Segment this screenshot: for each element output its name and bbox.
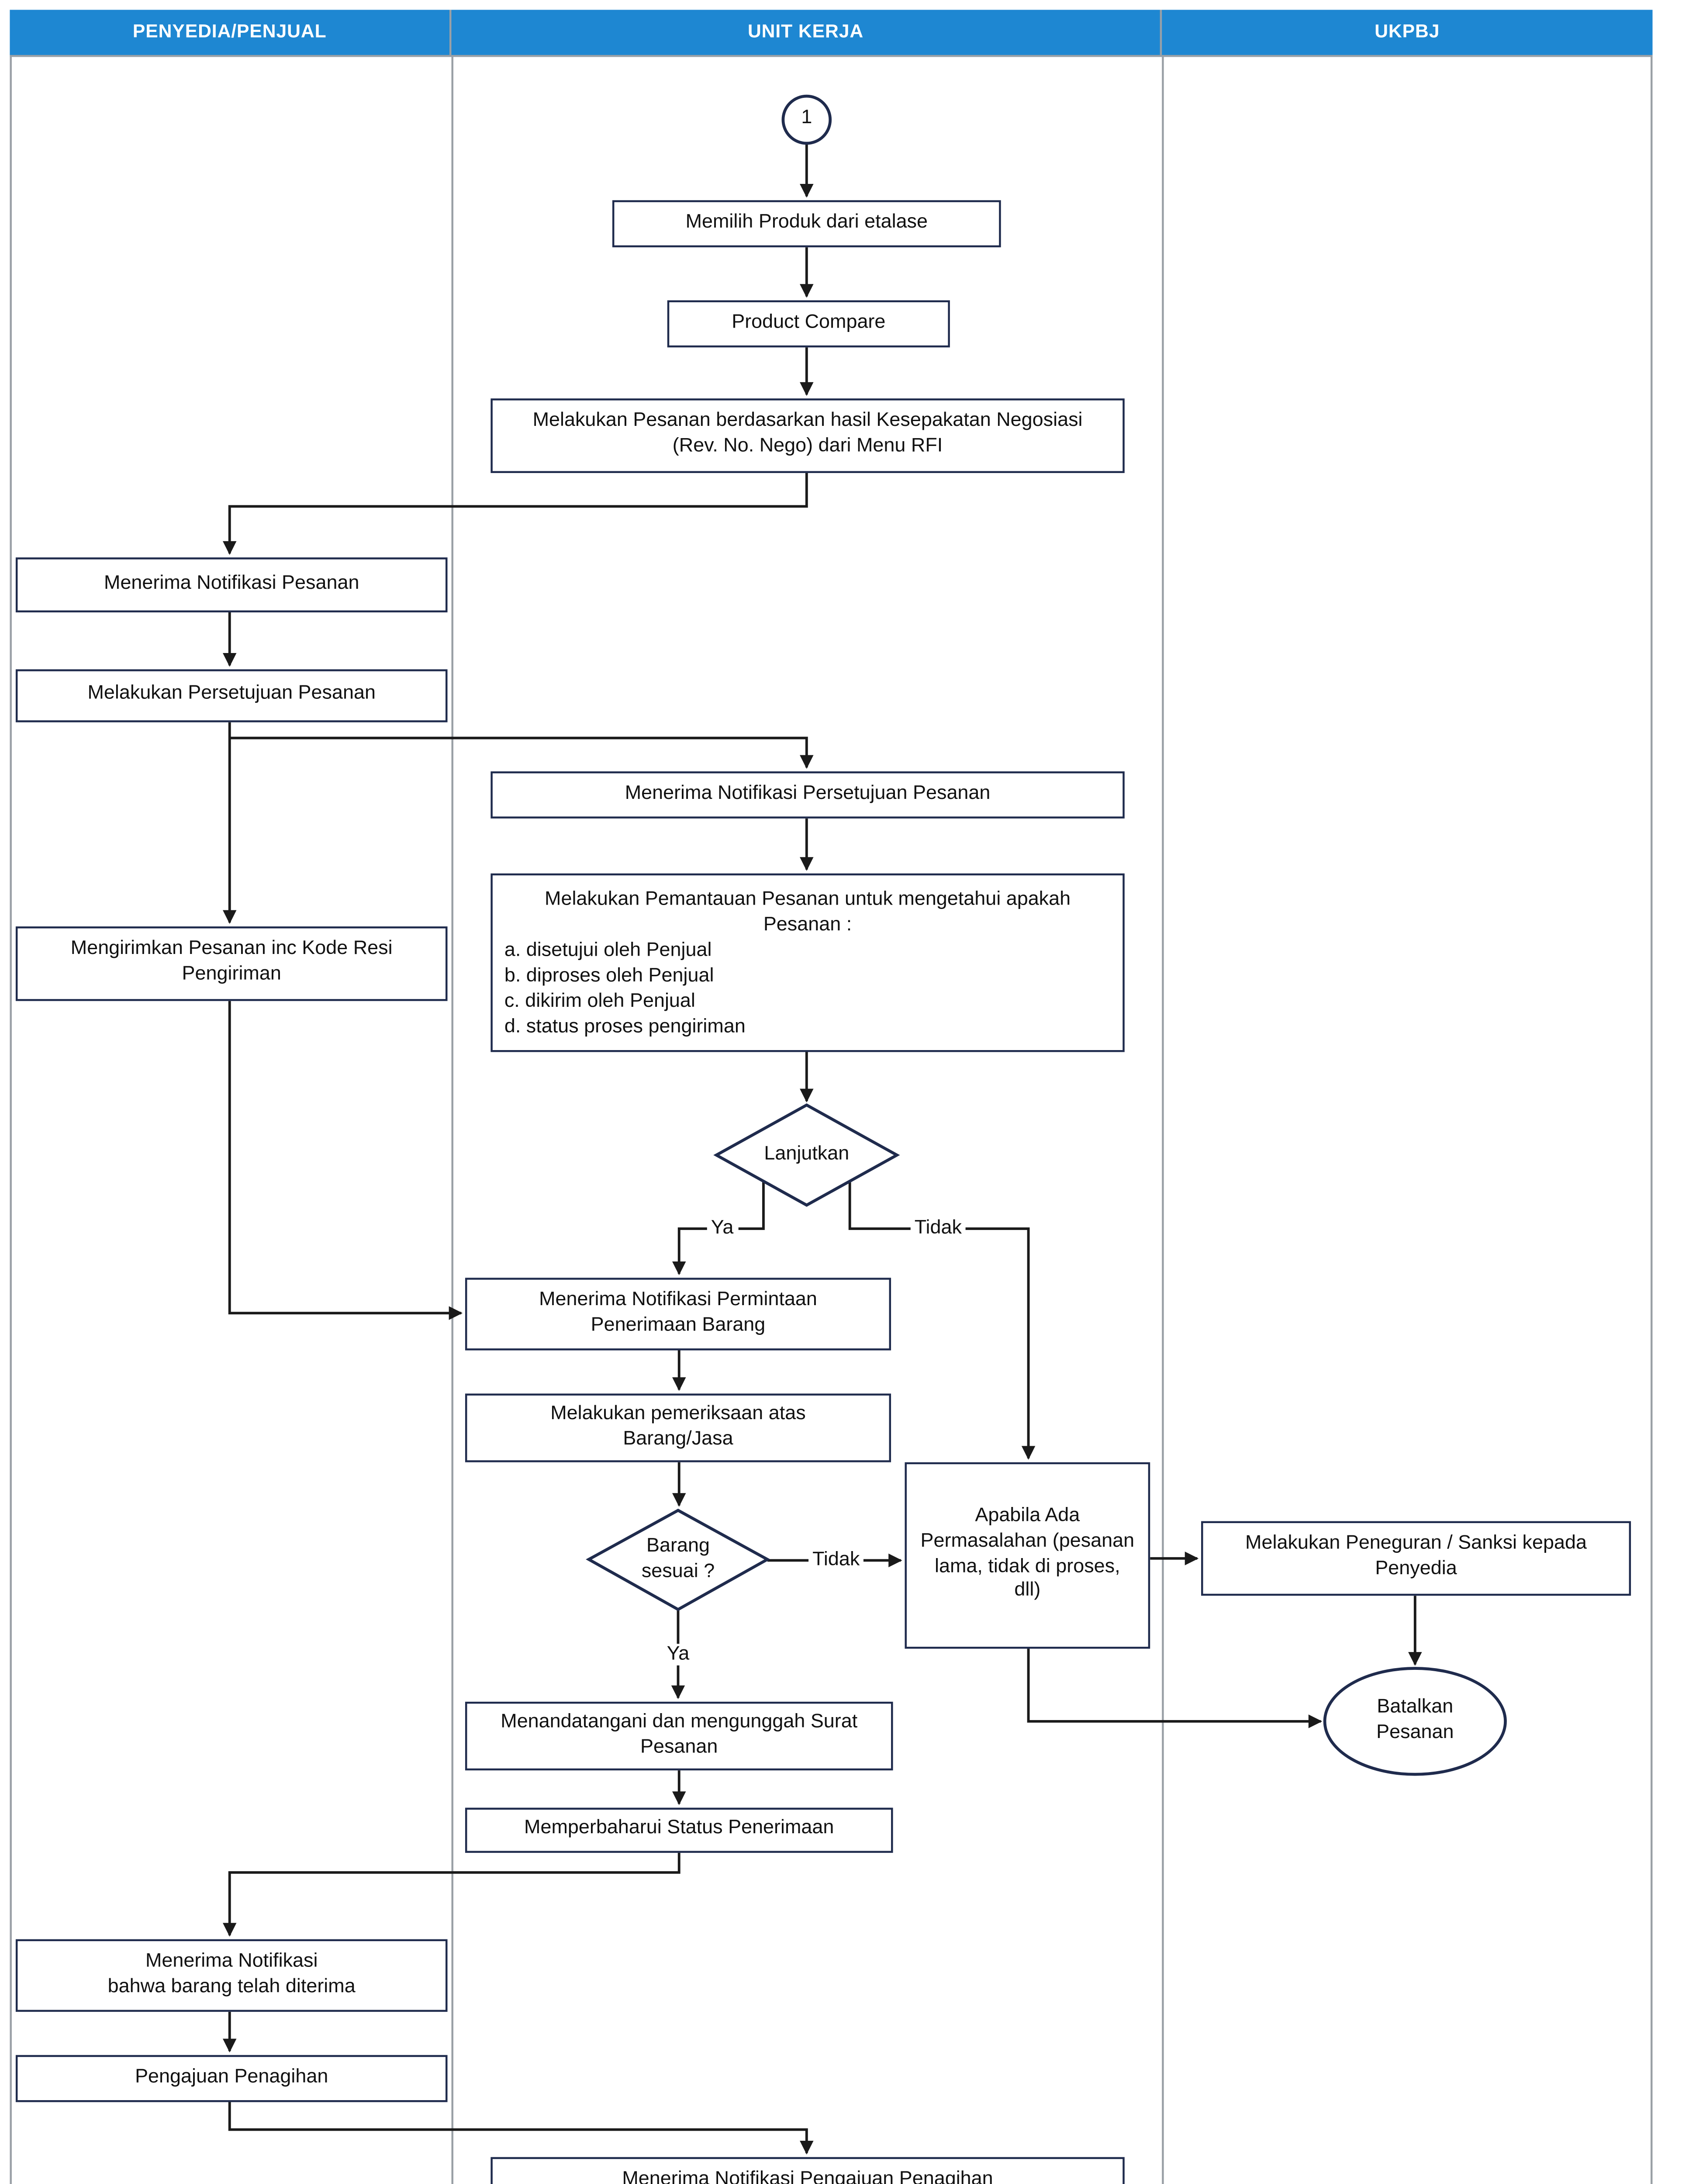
node-menerima-notifikasi-permintaan: Menerima Notifikasi Permintaan Penerimaa… — [465, 1278, 891, 1351]
node-menandatangani-surat: Menandatangani dan mengunggah Surat Pesa… — [465, 1701, 893, 1771]
node-product-compare-label: Product Compare — [732, 311, 886, 333]
node-melakukan-persetujuan-pesanan: Melakukan Persetujuan Pesanan — [15, 669, 448, 722]
lane-header-penyedia-label: PENYEDIA/PENJUAL — [132, 21, 327, 43]
terminator-batalkan-pesanan-shape — [1323, 1667, 1507, 1776]
node-pemantauan-pesanan: Melakukan Pemantauan Pesanan untuk menge… — [490, 873, 1125, 1052]
node-pemantauan-item-d: d. status proses pengiriman — [504, 1016, 746, 1037]
lane-header-ukpbj-label: UKPBJ — [1375, 21, 1440, 43]
node-peneguran-sanksi: Melakukan Peneguran / Sanksi kepada Peny… — [1201, 1521, 1631, 1596]
node-pemeriksaan-barang-label: Melakukan pemeriksaan atas Barang/Jasa — [550, 1403, 806, 1450]
node-pemantauan-line2: Pesanan : — [763, 913, 852, 936]
node-menerima-notifikasi-permintaan-label: Menerima Notifikasi Permintaan Penerimaa… — [539, 1289, 817, 1336]
node-pengajuan-penagihan-label: Pengajuan Penagihan — [135, 2066, 328, 2088]
edge-label-tidak-1: Tidak — [910, 1218, 966, 1240]
node-notifikasi-barang-diterima: Menerima Notifikasi bahwa barang telah d… — [15, 1939, 448, 2012]
connector-persetujuan-to-notif-persetujuan — [229, 736, 814, 769]
node-apabila-permasalahan-label: Apabila Ada Permasalahan (pesanan lama, … — [920, 1505, 1135, 1603]
start-connector-label: 1 — [801, 107, 812, 129]
edge-label-ya-2: Ya — [663, 1644, 694, 1666]
node-melakukan-pesanan: Melakukan Pesanan berdasarkan hasil Kese… — [490, 398, 1125, 473]
lane-header-penyedia: PENYEDIA/PENJUAL — [10, 10, 452, 57]
terminator-batalkan-pesanan-label: Batalkan Pesanan — [1376, 1697, 1454, 1743]
node-menerima-notifikasi-persetujuan-pesanan-label: Menerima Notifikasi Persetujuan Pesanan — [625, 782, 991, 804]
connector-permasalahan-to-batalkan — [1027, 1648, 1323, 1728]
connector-mengirimkan-to-permintaan — [228, 1001, 463, 1320]
node-melakukan-pesanan-label: Melakukan Pesanan berdasarkan hasil Kese… — [532, 411, 1083, 457]
lane-divider-2 — [1162, 57, 1164, 2184]
node-memperbaharui-status-penerimaan-label: Memperbaharui Status Penerimaan — [524, 1818, 834, 1839]
lane-header-ukpbj: UKPBJ — [1162, 10, 1653, 57]
node-menandatangani-surat-label: Menandatangani dan mengunggah Surat Pesa… — [501, 1711, 858, 1758]
node-product-compare: Product Compare — [667, 300, 950, 348]
edge-label-tidak-2: Tidak — [808, 1549, 864, 1572]
decision-lanjutkan-shape — [713, 1103, 900, 1207]
node-mengirimkan-pesanan: Mengirimkan Pesanan inc Kode Resi Pengir… — [15, 926, 448, 1001]
decision-barang-sesuai-shape — [586, 1508, 770, 1611]
node-pengajuan-penagihan: Pengajuan Penagihan — [15, 2055, 448, 2102]
node-notifikasi-barang-diterima-label: Menerima Notifikasi bahwa barang telah d… — [107, 1950, 356, 1997]
lane-header-unit-kerja: UNIT KERJA — [451, 10, 1162, 57]
node-menerima-notifikasi-persetujuan-pesanan: Menerima Notifikasi Persetujuan Pesanan — [490, 771, 1125, 819]
node-peneguran-sanksi-label: Melakukan Peneguran / Sanksi kepada Peny… — [1245, 1533, 1587, 1580]
edge-label-ya-1: Ya — [707, 1218, 738, 1240]
node-menerima-notifikasi-pesanan-label: Menerima Notifikasi Pesanan — [104, 572, 359, 594]
node-apabila-permasalahan: Apabila Ada Permasalahan (pesanan lama, … — [905, 1462, 1150, 1649]
node-memperbaharui-status-penerimaan: Memperbaharui Status Penerimaan — [465, 1807, 893, 1853]
node-notifikasi-pengajuan-penagihan-label: Menerima Notifikasi Pengajuan Penagihan — [622, 2169, 993, 2184]
lane-divider-1 — [451, 57, 453, 2184]
node-pemantauan-item-c: c. dikirim oleh Penjual — [504, 990, 695, 1012]
node-notifikasi-pengajuan-penagihan: Menerima Notifikasi Pengajuan Penagihan — [490, 2157, 1125, 2184]
node-pemantauan-item-a: a. disetujui oleh Penjual — [504, 939, 712, 961]
connector-status-to-diterima — [223, 1851, 680, 1937]
node-pemantauan-line1: Melakukan Pemantauan Pesanan untuk menge… — [545, 888, 1071, 910]
node-memilih-produk-label: Memilih Produk dari etalase — [685, 211, 928, 233]
lane-header-unit-kerja-label: UNIT KERJA — [747, 21, 864, 43]
decision-barang-sesuai-label: Barang sesuai ? — [641, 1536, 715, 1582]
node-memilih-produk: Memilih Produk dari etalase — [612, 200, 1001, 248]
node-mengirimkan-pesanan-label: Mengirimkan Pesanan inc Kode Resi Pengir… — [70, 938, 393, 985]
decision-lanjutkan-label: Lanjutkan — [764, 1144, 850, 1166]
connector-pengajuan-to-notif-pengajuan — [228, 2102, 814, 2155]
node-pemantauan-item-b: b. diproses oleh Penjual — [504, 964, 714, 986]
node-melakukan-persetujuan-pesanan-label: Melakukan Persetujuan Pesanan — [87, 683, 376, 705]
node-menerima-notifikasi-pesanan: Menerima Notifikasi Pesanan — [15, 557, 448, 612]
start-connector-shape — [781, 94, 832, 145]
connector-pesanan-to-notifikasi — [223, 473, 808, 555]
node-pemeriksaan-barang: Melakukan pemeriksaan atas Barang/Jasa — [465, 1393, 891, 1462]
